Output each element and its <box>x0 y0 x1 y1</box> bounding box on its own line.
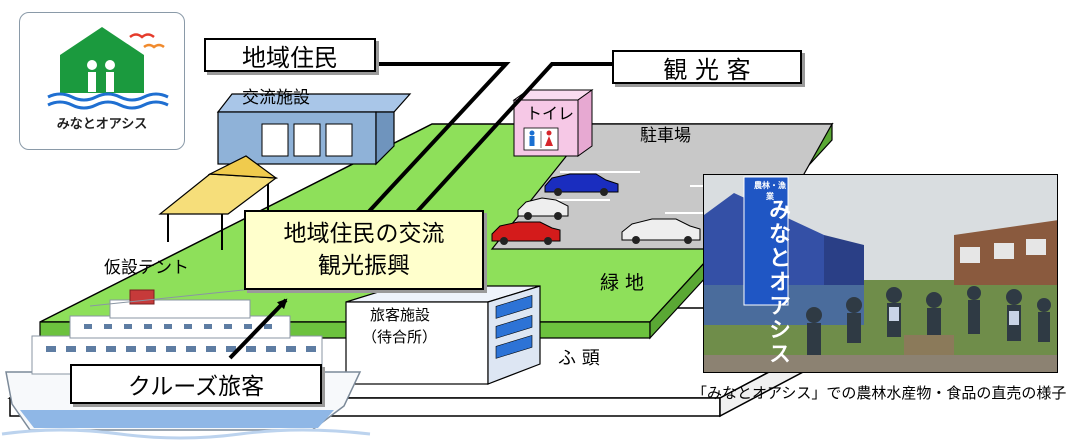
exchange-facility-building <box>216 93 412 166</box>
toilet-label: トイレ <box>526 104 575 123</box>
car-white-large <box>621 218 701 244</box>
logo-title: みなとオアシス <box>56 117 148 132</box>
house-family-waves-logo <box>47 27 169 110</box>
wharf-label: ふ 頭 <box>558 348 600 369</box>
center-line-1: 地域住民の交流 <box>283 220 445 247</box>
center-line-2: 観光振興 <box>318 253 410 279</box>
temporary-tent <box>158 155 278 250</box>
tourists-label: 観 光 客 <box>663 55 751 84</box>
green-area-label: 緑 地 <box>600 272 645 294</box>
photo-sign-text: みなとオアシス <box>765 198 790 366</box>
market-scene-illustration <box>704 175 1057 372</box>
toilet-building <box>512 89 594 157</box>
center-box: 地域住民の交流 観光振興 <box>244 210 484 290</box>
tent-label: 仮設テント <box>104 258 189 278</box>
arrow-tourists-to-center <box>402 62 612 228</box>
direct-sales-photo <box>703 174 1058 373</box>
arrow-cruise-to-center <box>228 298 288 360</box>
photo-sign-subtitle: 農林・漁業 <box>754 181 786 201</box>
passenger-facility-label-1: 旅客施設 <box>370 306 431 324</box>
passenger-facility-label-2: （待合所） <box>362 328 438 346</box>
photo-caption: 「みなとオアシス」での農林水産物・食品の直売の様子 <box>692 384 1067 402</box>
arrow-residents-to-center <box>346 62 511 236</box>
cruise-label: クルーズ旅客 <box>127 374 265 400</box>
exchange-facility-label: 交流施設 <box>242 88 310 108</box>
residents-label: 地域住民 <box>242 43 338 72</box>
minato-oasis-logo: みなとオアシス <box>19 12 185 150</box>
restroom-icon <box>529 130 553 148</box>
parking-label: 駐車場 <box>640 126 691 146</box>
car-white-small <box>517 197 569 220</box>
passenger-facility-building <box>345 285 541 385</box>
residents-box: 地域住民 <box>204 38 376 72</box>
tourists-box: 観 光 客 <box>612 50 802 84</box>
car-blue <box>544 173 619 196</box>
car-red <box>491 221 561 245</box>
cruise-box: クルーズ旅客 <box>70 364 322 404</box>
